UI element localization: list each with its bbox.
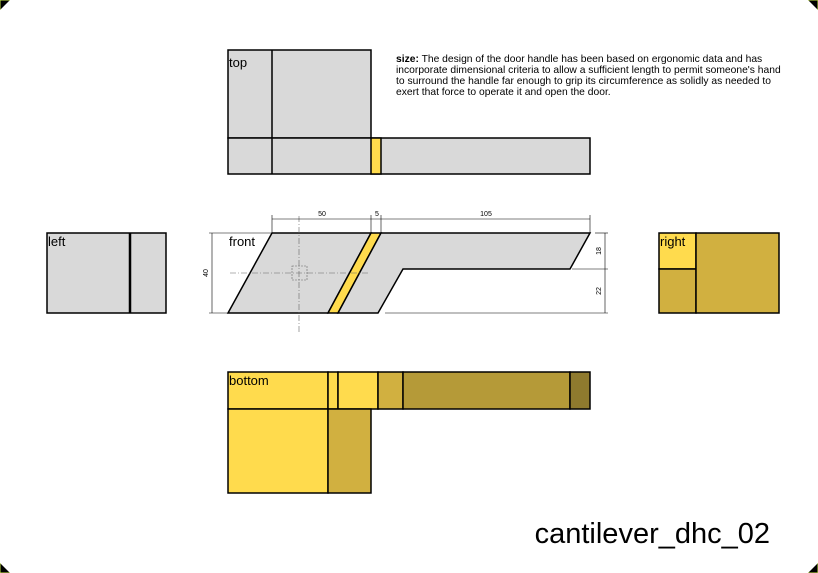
dimension-lines [209,215,608,314]
dimension-5: 5 [375,211,379,218]
top-view [227,49,591,175]
bottom-view-label: bottom [229,373,269,388]
front-view-label: front [229,234,255,249]
dimension-22: 22 [596,287,603,295]
dimension-50: 50 [318,211,326,218]
dimension-105: 105 [480,211,492,218]
description-heading: size: [396,54,419,65]
right-view [658,232,780,314]
description-body: The design of the door handle has been b… [396,54,781,98]
center-marks [230,216,370,332]
top-view-label: top [229,55,247,70]
left-view [46,232,167,314]
bottom-view [227,371,591,494]
drawing-title: cantilever_dhc_02 [534,518,770,550]
description: size: The design of the door handle has … [396,54,786,98]
dimension-40: 40 [203,269,210,277]
dimension-18: 18 [596,247,603,255]
left-view-label: left [48,234,66,249]
right-view-label: right [660,234,686,249]
